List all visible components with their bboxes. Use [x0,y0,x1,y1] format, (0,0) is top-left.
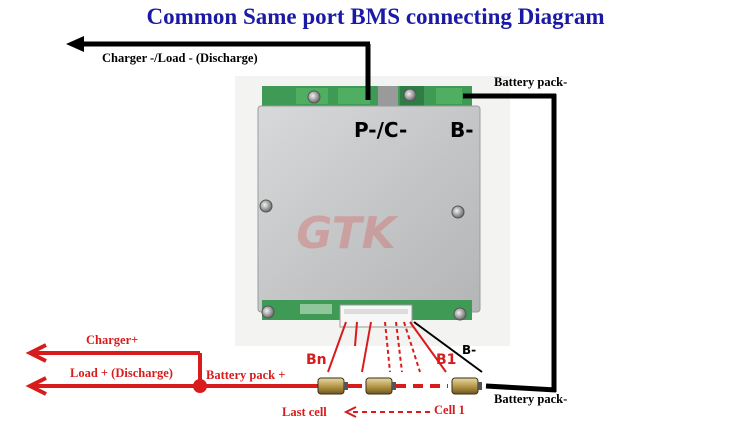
label-battery-pack-minus-top: Battery pack- [494,75,568,89]
arrow-left-icon [25,343,47,363]
pcb-pad [436,88,462,104]
diagram-title: Common Same port BMS connecting Diagram [146,4,605,29]
screw [403,88,417,102]
balance-wire [409,321,447,373]
label-charger-load-minus: Charger -/Load - (Discharge) [102,51,258,65]
pcb-silkscreen [300,304,332,314]
marking-pc-minus: P-/C- [354,118,408,142]
balance-wire [403,321,421,373]
screw [453,307,467,321]
wire-b-minus-bottom [485,383,557,393]
balance-connector [339,304,413,328]
screw [307,90,321,104]
label-battery-pack-minus-bottom: Battery pack- [494,392,568,406]
marking-b-minus-small: B- [462,343,477,357]
label-cell-1: Cell 1 [434,403,465,417]
label-last-cell: Last cell [282,405,327,419]
label-charger-plus: Charger+ [86,333,139,347]
marking-bn: Bn [306,352,327,368]
pcb-pad [338,88,370,104]
screw [451,205,465,219]
balance-wire [327,321,347,373]
battery-cell-last [317,377,348,395]
marking-b1: B1 [436,352,457,368]
arrow-left-icon [343,406,357,418]
arrow-left-icon [66,36,84,52]
balance-wire [395,321,403,373]
balance-wire [354,321,358,347]
label-load-plus: Load + (Discharge) [70,366,173,380]
junction-dot [193,379,207,393]
marking-b-minus: B- [450,118,474,142]
arrow-left-icon [25,376,47,396]
balance-wire [361,321,372,373]
screw [259,199,273,213]
battery-cell-middle [365,377,396,395]
balance-wire [384,321,391,373]
balance-connector-pins [344,309,408,314]
battery-cell-1 [451,377,482,395]
screw [261,305,275,319]
pcb-terminal [378,86,398,106]
wire-b-minus-balance [413,321,483,373]
watermark-text: GTK [296,208,398,259]
label-battery-pack-plus: Battery pack + [206,368,286,382]
